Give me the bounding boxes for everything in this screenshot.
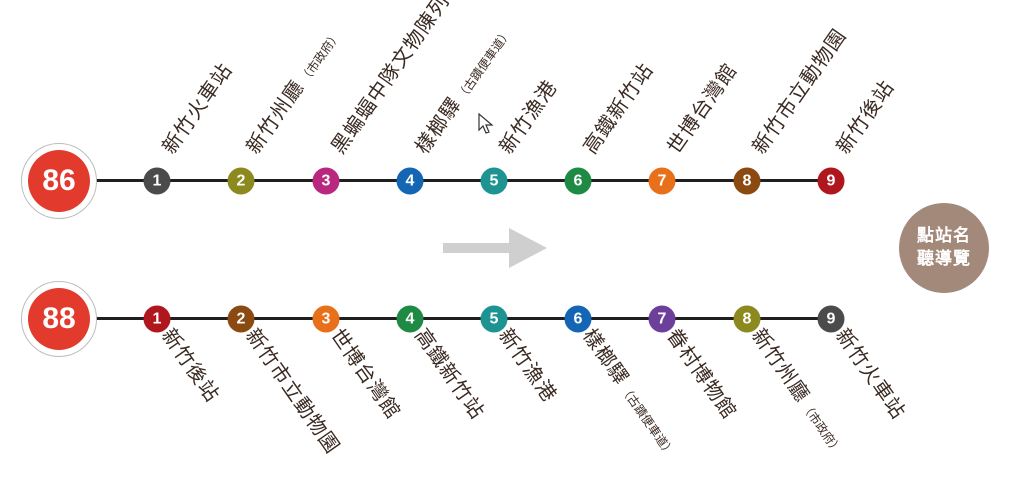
route-88-stop-3-label[interactable]: 世博台灣館 — [325, 323, 406, 424]
route-88-stop-8[interactable]: 8 — [733, 305, 761, 333]
stop-note: （市政府） — [297, 28, 344, 86]
audio-guide-line1: 點站名 — [917, 226, 971, 247]
route-88-stop-9-label[interactable]: 新竹火車站 — [830, 323, 911, 424]
stop-note: （古蹟便車道） — [454, 26, 515, 103]
route-88-stop-4[interactable]: 4 — [396, 305, 424, 333]
stop-name: 新竹漁港 — [493, 323, 562, 407]
stop-name: 新竹火車站 — [156, 58, 237, 159]
route-88-stop-1-label[interactable]: 新竹後站 — [156, 323, 225, 407]
route-86-line — [96, 179, 834, 182]
stop-name: 世博台灣館 — [325, 323, 406, 424]
stop-name: 樣榔驛 — [409, 92, 466, 159]
route-88-number: 88 — [28, 288, 90, 350]
route-88-stop-2-label[interactable]: 新竹市立動物園 — [240, 323, 345, 459]
stop-name: 新竹州廳 — [240, 75, 309, 159]
stop-note: （市政府） — [798, 399, 845, 457]
stop-name: 樣榔驛 — [577, 323, 634, 390]
stop-name: 新竹後站 — [156, 323, 225, 407]
route-88-badge[interactable]: 88 — [21, 281, 97, 357]
stop-name: 新竹漁港 — [493, 75, 562, 159]
cursor-pointer-icon — [478, 113, 494, 134]
route-86-number: 86 — [28, 150, 90, 212]
stop-name: 新竹火車站 — [830, 323, 911, 424]
route-88-stop-7[interactable]: 7 — [648, 305, 676, 333]
audio-guide-line2: 聽導覽 — [917, 249, 971, 269]
arrow-right-icon — [443, 228, 547, 268]
route-88-stop-8-label[interactable]: 新竹州廳（市政府） — [746, 323, 850, 457]
route-86-stop-2-label[interactable]: 新竹州廳（市政府） — [240, 25, 344, 159]
route-86-stop-5[interactable]: 5 — [480, 167, 508, 195]
stop-name: 世博台灣館 — [661, 58, 742, 159]
route-88-stop-6[interactable]: 6 — [564, 305, 592, 333]
route-86-stop-8-label[interactable]: 新竹市立動物園 — [747, 24, 851, 158]
route-88-stop-1[interactable]: 1 — [143, 305, 171, 333]
route-88-stop-2[interactable]: 2 — [227, 305, 255, 333]
route-88-stop-3[interactable]: 3 — [312, 305, 340, 333]
route-88-stop-5[interactable]: 5 — [480, 305, 508, 333]
route-86-stop-7-label[interactable]: 世博台灣館 — [661, 58, 742, 159]
route-86-stop-6-label[interactable]: 高鐵新竹站 — [577, 58, 658, 159]
route-86-stop-5-label[interactable]: 新竹漁港 — [493, 75, 562, 159]
route-86-stop-4[interactable]: 4 — [396, 167, 424, 195]
stop-name: 新竹市立動物園 — [240, 323, 345, 459]
route-86-stop-8[interactable]: 8 — [733, 167, 761, 195]
route-88-stop-5-label[interactable]: 新竹漁港 — [493, 323, 562, 407]
stop-note: （古蹟便車道） — [617, 382, 678, 460]
audio-guide-button[interactable]: 點站名 聽導覽 — [899, 203, 989, 293]
route-86-stop-3[interactable]: 3 — [312, 167, 340, 195]
route-88-stop-7-label[interactable]: 眷村博物館 — [661, 323, 742, 424]
route-86-stop-2[interactable]: 2 — [227, 167, 255, 195]
route-86-stop-6[interactable]: 6 — [564, 167, 592, 195]
stop-name: 高鐵新竹站 — [577, 58, 658, 159]
stop-name: 新竹州廳 — [746, 323, 815, 407]
route-86-stop-9[interactable]: 9 — [817, 167, 845, 195]
stop-name: 眷村博物館 — [661, 323, 742, 424]
route-86-stop-9-label[interactable]: 新竹後站 — [830, 75, 899, 159]
route-88-stop-9[interactable]: 9 — [817, 305, 845, 333]
stop-name: 新竹後站 — [830, 75, 899, 159]
route-86-stop-7[interactable]: 7 — [648, 167, 676, 195]
route-86-badge[interactable]: 86 — [21, 143, 97, 219]
route-86-stop-1-label[interactable]: 新竹火車站 — [156, 58, 237, 159]
route-86-stop-1[interactable]: 1 — [143, 167, 171, 195]
stop-name: 高鐵新竹站 — [409, 323, 490, 424]
route-88-line — [96, 317, 834, 320]
route-88-stop-4-label[interactable]: 高鐵新竹站 — [409, 323, 490, 424]
